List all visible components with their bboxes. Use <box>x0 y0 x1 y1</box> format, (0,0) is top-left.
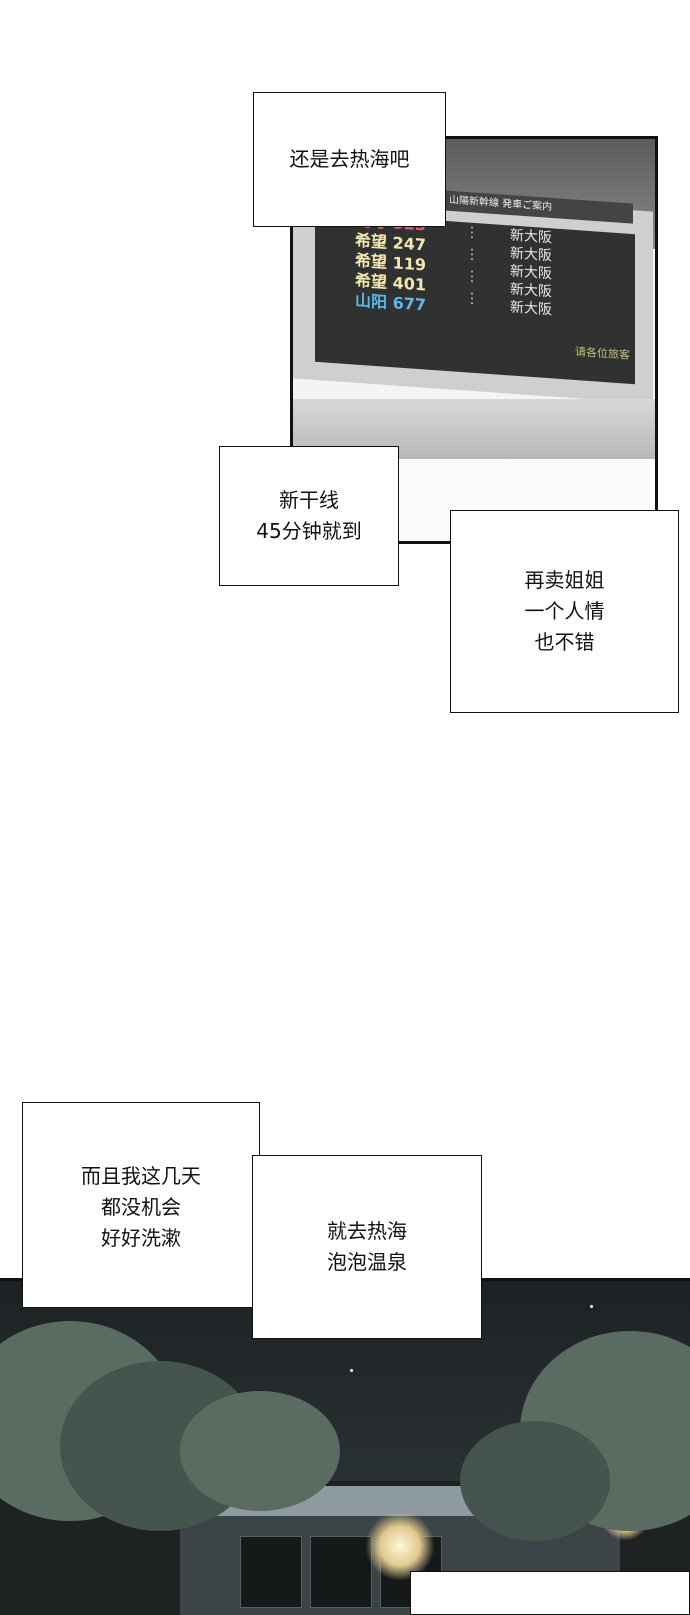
tree-foliage <box>180 1391 340 1511</box>
train-number: 401 <box>392 273 426 295</box>
window <box>240 1536 302 1608</box>
star <box>350 1369 353 1372</box>
train-number: 247 <box>392 233 426 255</box>
destination: 新大阪 <box>510 299 552 319</box>
train-number: 677 <box>392 293 426 315</box>
train-name: 山阳 <box>355 290 388 312</box>
star <box>590 1305 593 1308</box>
train-row: 山阳 677 <box>355 291 426 316</box>
street-lamp <box>365 1511 435 1581</box>
board-dots: ⋮ <box>465 268 479 286</box>
speech-bubble-3: 再卖姐姐 一个人情 也不错 <box>450 510 679 713</box>
speech-bubble-5: 就去热海 泡泡温泉 <box>252 1155 482 1339</box>
speech-bubble-4: 而且我这几天 都没机会 好好洗漱 <box>22 1102 260 1308</box>
train-number: 119 <box>392 253 426 275</box>
window <box>310 1536 372 1608</box>
speech-bubble-partial <box>410 1571 690 1615</box>
train-name: 希望 <box>355 250 388 272</box>
night-panel <box>0 1278 690 1615</box>
board-dots: ⋮ <box>465 290 479 308</box>
speech-bubble-2: 新干线 45分钟就到 <box>219 446 399 586</box>
train-name: 希望 <box>355 230 388 252</box>
board-dots: ⋮ <box>465 224 479 242</box>
board-dots: ⋮ <box>465 246 479 264</box>
train-name: 希望 <box>355 270 388 292</box>
speech-bubble-1: 还是去热海吧 <box>253 92 446 227</box>
tree-foliage <box>460 1421 610 1541</box>
